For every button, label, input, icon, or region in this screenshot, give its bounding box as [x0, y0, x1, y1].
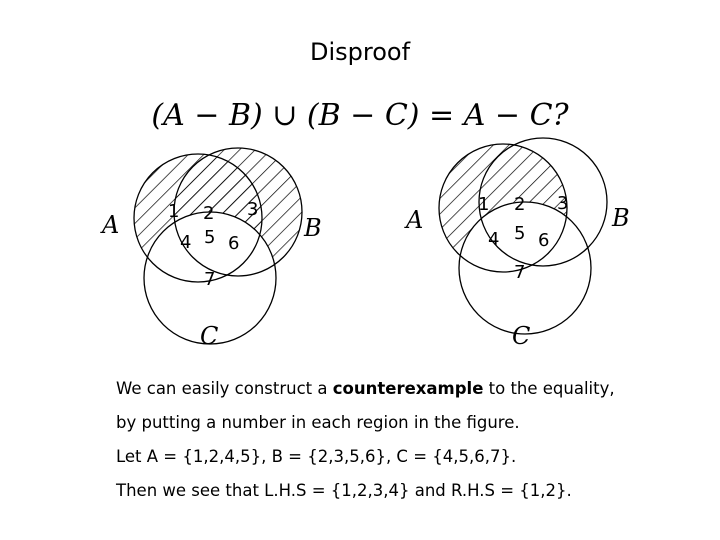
explanation-line-2: by putting a number in each region in th…	[116, 413, 520, 432]
left-region-2: 2	[203, 203, 214, 224]
left-label-a: A	[100, 211, 119, 239]
explanation-text: We can easily construct a counterexample…	[116, 378, 706, 514]
explanation-line-4: Then we see that L.H.S = {1,2,3,4} and R…	[116, 481, 572, 500]
right-region-5: 5	[514, 223, 525, 244]
left-region-3: 3	[247, 199, 258, 220]
right-circle-a	[438, 143, 568, 273]
left-region-4: 4	[180, 232, 191, 253]
right-region-1: 1	[478, 194, 489, 215]
equation: (A − B) ∪ (B − C) = A − C?	[151, 98, 569, 133]
right-label-b: B	[611, 204, 630, 232]
right-region-2: 2	[514, 194, 525, 215]
left-region-7: 7	[204, 269, 215, 290]
line1-suffix: to the equality,	[483, 379, 615, 398]
left-shaded-lhs	[134, 148, 302, 282]
right-label-c: C	[512, 322, 530, 350]
right-region-7: 7	[514, 262, 525, 283]
right-region-3: 3	[557, 193, 568, 214]
explanation-line-3: Let A = {1,2,4,5}, B = {2,3,5,6}, C = {4…	[116, 447, 517, 466]
right-label-a: A	[404, 206, 423, 234]
page-title: Disproof	[309, 38, 411, 66]
left-venn-diagram: A B C 1 2 3 4 5 6 7	[100, 147, 322, 350]
left-circle-b	[173, 147, 303, 277]
right-circle-c	[458, 201, 592, 335]
right-circle-b	[478, 137, 608, 267]
left-region-6: 6	[228, 233, 239, 254]
right-region-6: 6	[538, 230, 549, 251]
left-circle-c	[143, 211, 277, 345]
left-region-5: 5	[204, 227, 215, 248]
left-label-c: C	[200, 322, 218, 350]
counterexample-term: counterexample	[332, 379, 484, 398]
left-region-1: 1	[168, 201, 179, 222]
right-region-4: 4	[488, 229, 499, 250]
left-label-b: B	[303, 214, 322, 242]
left-circle-a	[133, 153, 263, 283]
explanation-line-1: We can easily construct a counterexample…	[116, 378, 706, 412]
line1-prefix: We can easily construct a	[116, 379, 333, 398]
right-venn-diagram: A B C 1 2 3 4 5 6 7	[404, 137, 630, 350]
